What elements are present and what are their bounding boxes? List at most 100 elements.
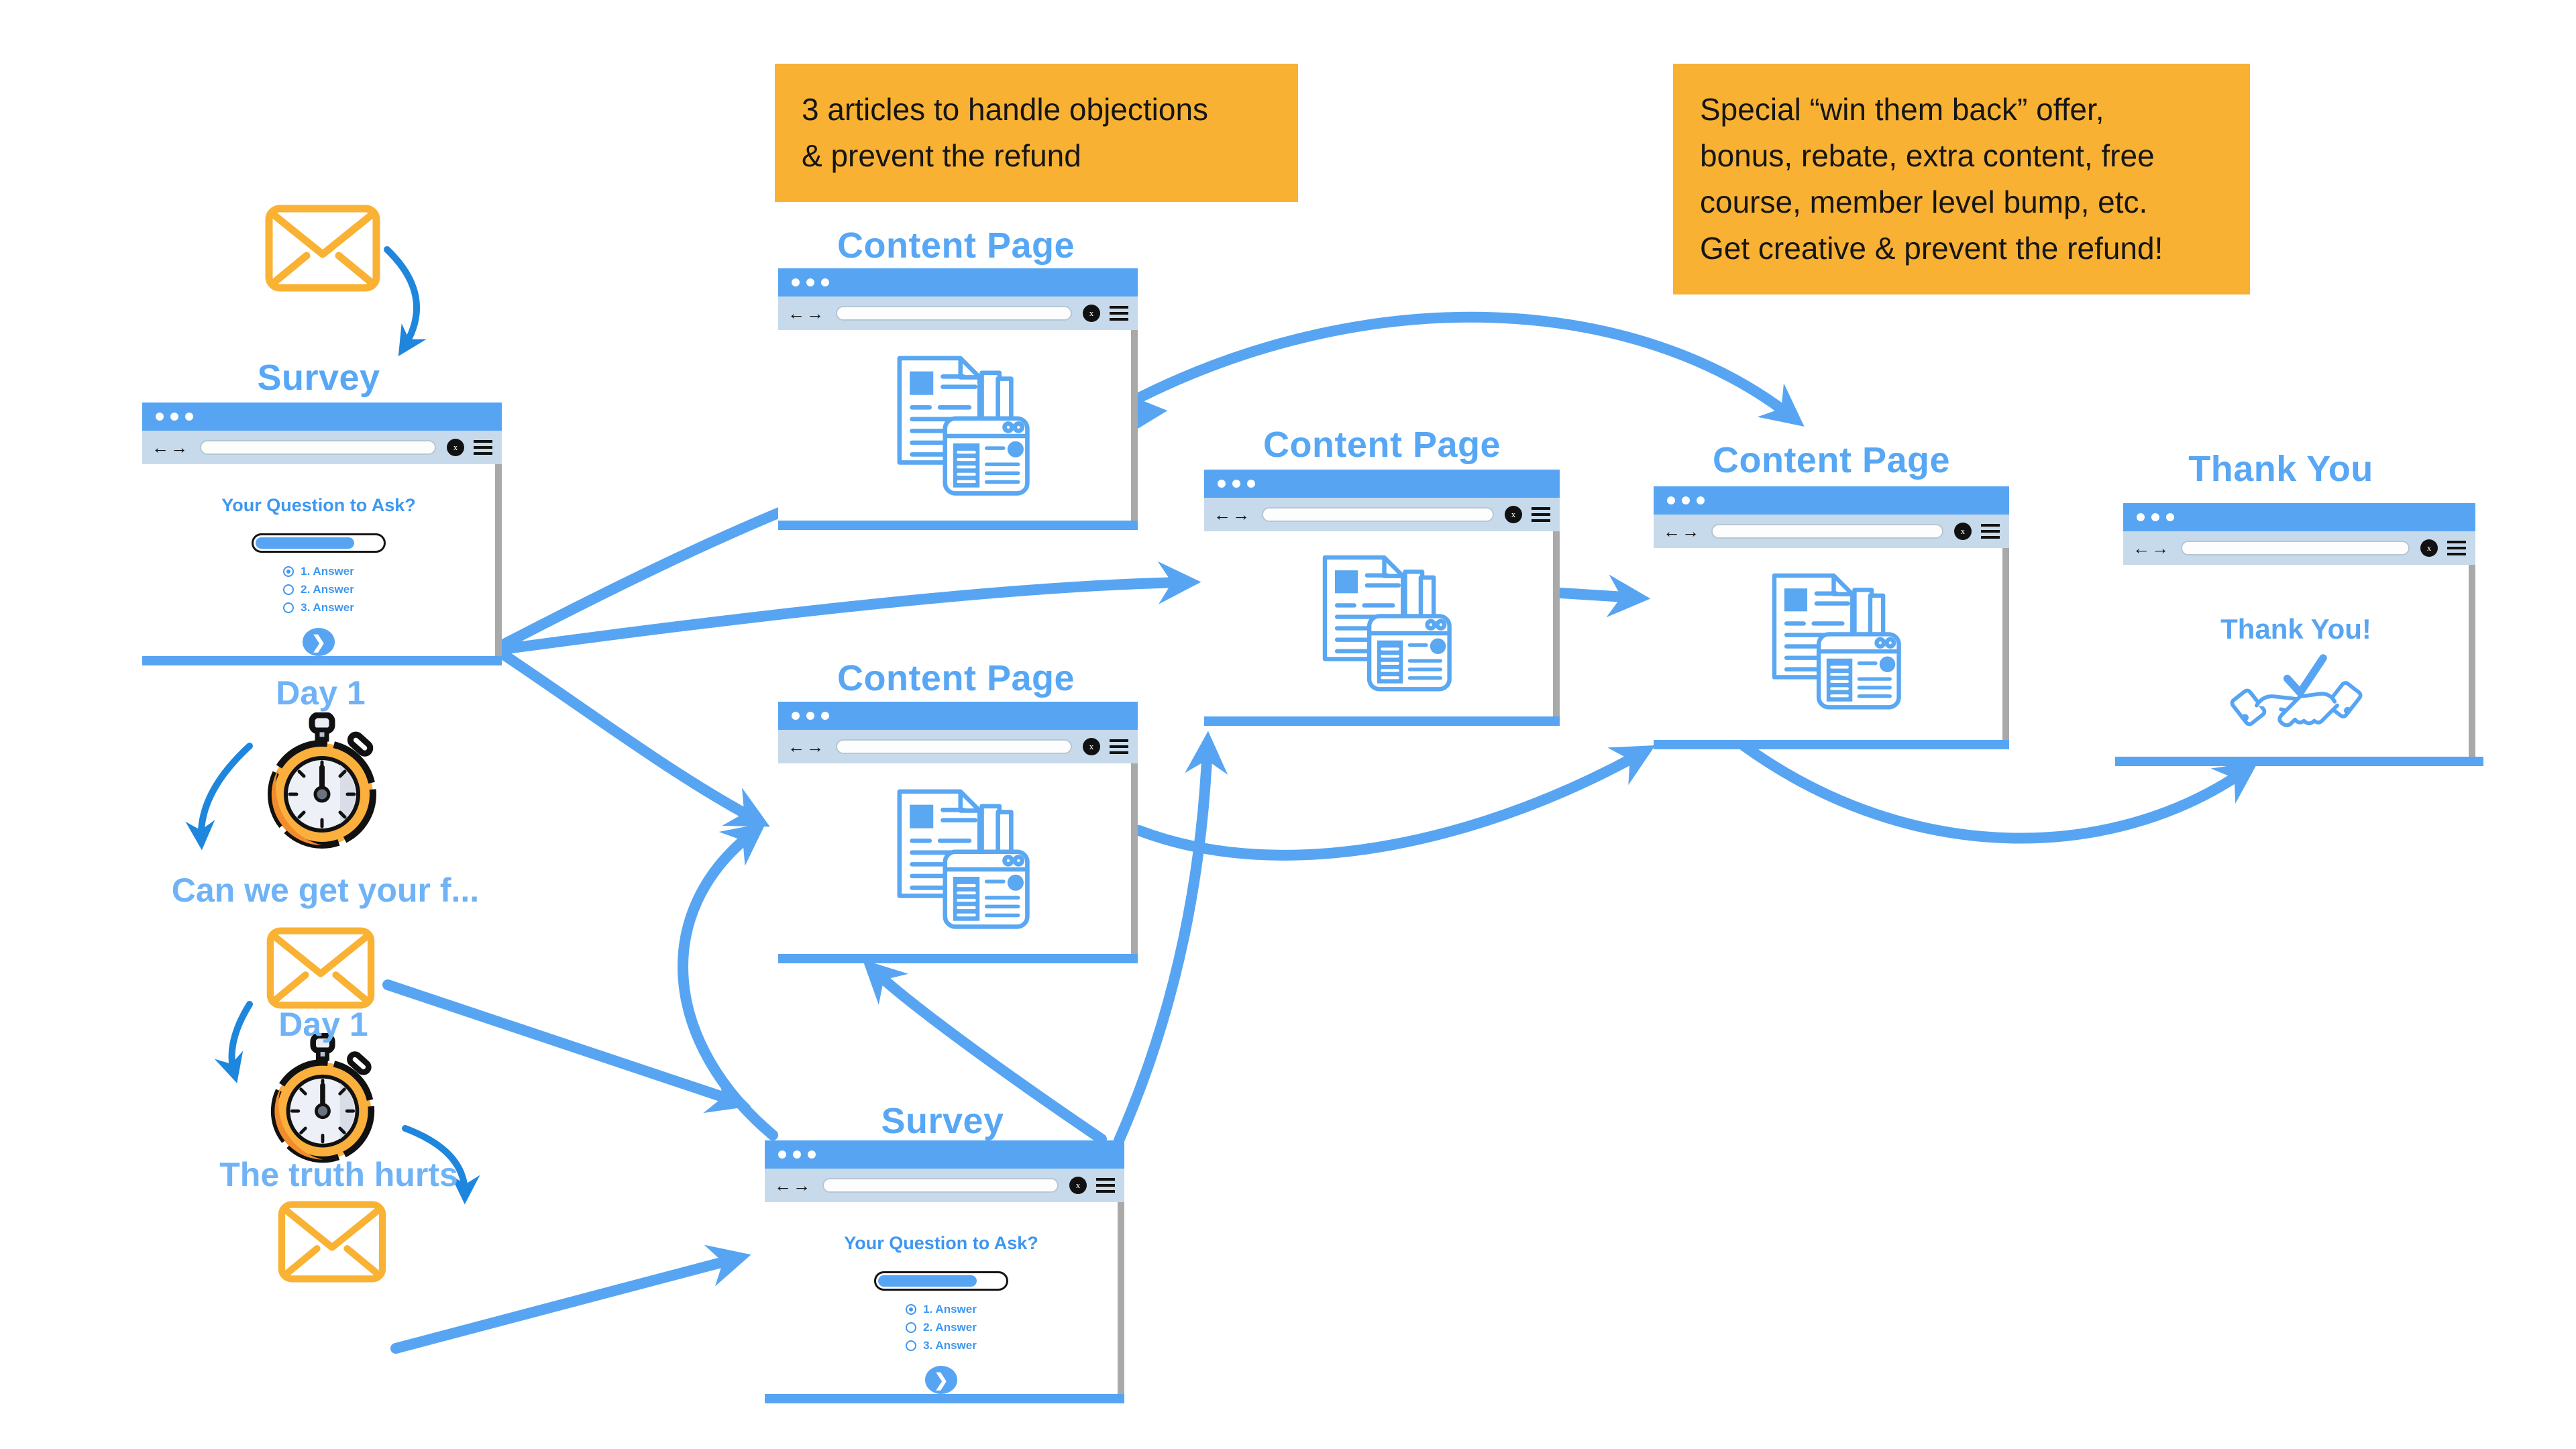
scrollbar[interactable] [1131, 763, 1138, 954]
next-button[interactable]: ❯ [303, 628, 335, 656]
back-forward-icons[interactable]: ←→ [2133, 538, 2170, 558]
connector-survey1-to-content3 [496, 561, 1201, 655]
page-content: Thank You! [2123, 565, 2469, 757]
label-email-feedback: Can we get your f... [171, 871, 480, 909]
scrollbar[interactable] [2002, 548, 2009, 740]
option-label: 2. Answer [301, 583, 354, 596]
radio-icon[interactable] [906, 1322, 917, 1334]
close-icon[interactable]: x [1954, 523, 1972, 540]
back-forward-icons[interactable]: ←→ [788, 303, 825, 323]
survey-option-2[interactable]: 2. Answer [283, 583, 354, 596]
url-field[interactable] [822, 1178, 1059, 1193]
window-dot [1232, 480, 1240, 488]
scrollbar[interactable] [2469, 565, 2475, 757]
close-icon[interactable]: x [2420, 539, 2438, 557]
survey-option-1[interactable]: 1. Answer [283, 565, 354, 578]
label-survey-1: Survey [257, 358, 380, 398]
window-dot [806, 712, 814, 720]
menu-icon[interactable] [1110, 306, 1128, 321]
back-forward-icons[interactable]: ←→ [1214, 504, 1251, 525]
url-field[interactable] [836, 739, 1072, 754]
browser-window-content-1: ←→ x [778, 268, 1138, 530]
arrow-survey1-to-day1a [185, 743, 253, 851]
radio-icon[interactable] [283, 584, 294, 596]
url-field[interactable] [200, 440, 436, 455]
connector-content3-to-content4 [1556, 574, 1651, 618]
back-forward-icons[interactable]: ←→ [1663, 521, 1701, 541]
browser-window-thank-you: ←→ x Thank You! [2115, 503, 2483, 766]
survey-option-2[interactable]: 2. Answer [906, 1321, 977, 1334]
menu-icon[interactable] [2447, 541, 2466, 555]
connector-survey2-to-content2-bottom [862, 959, 1107, 1144]
label-survey-2: Survey [881, 1101, 1004, 1141]
option-label: 1. Answer [301, 565, 354, 578]
survey-option-1[interactable]: 1. Answer [906, 1303, 977, 1316]
connector-content2-to-content4 [1134, 745, 1656, 861]
address-bar: ←→ x [778, 730, 1138, 763]
window-titlebar [778, 268, 1138, 297]
back-forward-icons[interactable]: ←→ [774, 1175, 812, 1195]
connector-survey2-to-content3 [1114, 731, 1228, 1146]
scrollbar[interactable] [1118, 1202, 1124, 1394]
scrollbar[interactable] [495, 464, 502, 656]
window-titlebar [765, 1140, 1124, 1169]
survey-question: Your Question to Ask? [844, 1233, 1038, 1253]
timer-icon [270, 1033, 375, 1163]
window-dot [821, 712, 829, 720]
window-dot [806, 278, 814, 286]
connector-survey1-to-content2 [496, 648, 770, 827]
email-icon [266, 927, 375, 1009]
address-bar: ←→ x [1204, 498, 1560, 531]
menu-icon[interactable] [1096, 1178, 1115, 1193]
next-button[interactable]: ❯ [925, 1366, 957, 1394]
option-label: 3. Answer [923, 1339, 977, 1352]
radio-selected-icon[interactable] [906, 1304, 917, 1316]
close-icon[interactable]: x [1069, 1177, 1087, 1194]
survey-question: Your Question to Ask? [221, 495, 416, 515]
survey-option-3[interactable]: 3. Answer [283, 601, 354, 614]
close-icon[interactable]: x [447, 439, 464, 456]
address-bar: ←→ x [2123, 531, 2475, 565]
thank-you-heading: Thank You! [2220, 613, 2371, 645]
close-icon[interactable]: x [1083, 305, 1100, 322]
note-line: & prevent the refund [802, 138, 1081, 173]
survey-option-3[interactable]: 3. Answer [906, 1339, 977, 1352]
url-field[interactable] [836, 306, 1072, 321]
page-content: Your Question to Ask? 1. Answer 2. Answe… [142, 464, 495, 656]
window-titlebar [1204, 470, 1560, 498]
close-icon[interactable]: x [1505, 506, 1522, 523]
window-dot [156, 413, 164, 421]
window-dot [185, 413, 193, 421]
close-icon[interactable]: x [1083, 738, 1100, 755]
browser-window-content-2: ←→ x [778, 702, 1138, 963]
window-dot [2137, 513, 2145, 521]
window-dot [792, 712, 800, 720]
back-forward-icons[interactable]: ←→ [152, 437, 189, 458]
menu-icon[interactable] [1110, 739, 1128, 754]
window-dot [170, 413, 178, 421]
back-forward-icons[interactable]: ←→ [788, 737, 825, 757]
scrollbar[interactable] [1131, 330, 1138, 521]
menu-icon[interactable] [1532, 507, 1550, 522]
menu-icon[interactable] [474, 440, 492, 455]
note-line: course, member level bump, etc. [1700, 184, 2148, 219]
browser-window-content-3: ←→ x [1204, 470, 1560, 726]
window-bottom-border [765, 1394, 1124, 1403]
arrow-email2-to-day1b [214, 1001, 253, 1083]
radio-icon[interactable] [906, 1340, 917, 1352]
window-bottom-border [1204, 716, 1560, 726]
scrollbar[interactable] [1553, 531, 1560, 716]
timer-icon [268, 712, 376, 849]
url-field[interactable] [1262, 507, 1494, 522]
email-icon [278, 1201, 386, 1283]
label-content-page-3: Content Page [1263, 425, 1501, 465]
menu-icon[interactable] [1981, 524, 2000, 539]
url-field[interactable] [2181, 541, 2410, 555]
radio-icon[interactable] [283, 602, 294, 614]
arrow-email1-to-survey1 [384, 246, 427, 357]
url-field[interactable] [1711, 524, 1943, 539]
note-3-articles: 3 articles to handle objections & preven… [775, 64, 1298, 202]
radio-selected-icon[interactable] [283, 566, 294, 578]
